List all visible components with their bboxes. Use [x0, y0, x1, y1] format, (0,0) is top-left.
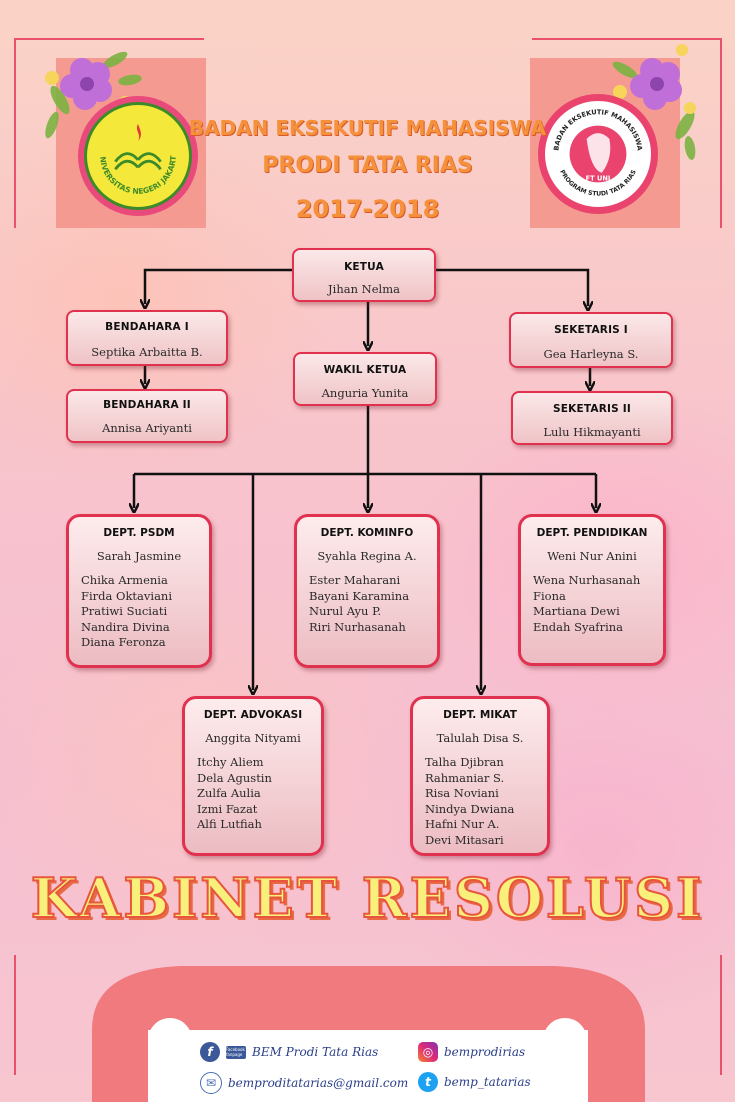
list-item: Nindya Dwiana: [425, 801, 515, 816]
list-item: Risa Noviani: [425, 786, 499, 800]
list-item: Pratiwi Suciati: [81, 604, 168, 618]
email-label: bemproditatarias@gmail.com: [228, 1076, 409, 1090]
box-wakil-ketua: WAKIL KETUA Anguria Yunita: [293, 352, 437, 406]
facebook-label: BEM Prodi Tata Rias: [252, 1045, 379, 1059]
header-line-1: BADAN EKSEKUTIF MAHASISWA: [188, 116, 547, 140]
frame-right-lower: [720, 955, 722, 1075]
list-item: Nurul Ayu P.: [309, 604, 382, 618]
dept-title: DEPT. PENDIDIKAN: [536, 527, 648, 539]
cabinet-name: KABINET RESOLUSI: [30, 865, 705, 931]
dept-psdm: DEPT. PSDM Sarah Jasmine Chika Armenia F…: [66, 514, 212, 668]
list-item: Dela Agustin: [197, 770, 272, 785]
person-name: Anguria Yunita: [321, 386, 409, 400]
dept-head: Anggita Nityami: [205, 731, 301, 745]
frame-top-left: [14, 38, 204, 40]
role-label: SEKETARIS I: [554, 324, 628, 336]
list-item: Chika Armenia: [81, 573, 168, 587]
twitter-link[interactable]: t bemp_tatarias: [418, 1072, 531, 1092]
list-item: Nandira Divina: [81, 619, 170, 634]
list-item: Rahmaniar S.: [425, 770, 505, 785]
person-name: Lulu Hikmayanti: [543, 425, 641, 439]
dept-title: DEPT. MIKAT: [443, 709, 517, 721]
list-item: Diana Feronza: [81, 635, 166, 649]
header-line-2: PRODI TATA RIAS: [262, 153, 473, 178]
facebook-link[interactable]: f Facebook fanpage BEM Prodi Tata Rias: [200, 1042, 378, 1062]
facebook-icon: f: [200, 1042, 220, 1062]
dept-title: DEPT. ADVOKASI: [203, 709, 303, 721]
twitter-icon: t: [418, 1072, 438, 1092]
role-label: BENDAHARA II: [103, 399, 191, 411]
person-name: Septika Arbaitta B.: [91, 345, 203, 359]
list-item: Martiana Dewi: [533, 604, 620, 618]
logo-center-text: FT UNJ: [586, 175, 611, 183]
list-item: Itchy Aliem: [197, 755, 264, 769]
person-name: Jihan Nelma: [328, 282, 400, 296]
list-item: Endah Syafrina: [533, 619, 624, 634]
dept-head: Weni Nur Anini: [547, 549, 637, 563]
header-line-3: 2017-2018: [295, 195, 440, 223]
list-item: Talha Djibran: [425, 755, 504, 769]
instagram-label: bemprodirias: [444, 1045, 526, 1059]
dept-advokasi: DEPT. ADVOKASI Anggita Nityami Itchy Ali…: [182, 696, 324, 856]
box-bendahara-1: BENDAHARA I Septika Arbaitta B.: [66, 310, 228, 366]
list-item: Devi Mitasari: [425, 832, 504, 847]
box-sekretaris-1: SEKETARIS I Gea Harleyna S.: [509, 312, 673, 368]
dept-title: DEPT. KOMINFO: [320, 527, 414, 539]
list-item: Hafni Nur A.: [425, 817, 500, 831]
frame-left-lower: [14, 955, 16, 1075]
facebook-fanpage-tag: Facebook fanpage: [226, 1045, 246, 1059]
dept-mikat: DEPT. MIKAT Talulah Disa S. Talha Djibra…: [410, 696, 550, 856]
dept-head: Syahla Regina A.: [317, 549, 417, 563]
email-icon: ✉: [200, 1072, 222, 1094]
footer-card: [148, 1030, 588, 1102]
list-item: Fiona: [533, 588, 566, 603]
twitter-label: bemp_tatarias: [444, 1075, 531, 1089]
box-ketua: KETUA Jihan Nelma: [292, 248, 436, 302]
list-item: Izmi Fazat: [197, 801, 258, 816]
list-item: Firda Oktaviani: [81, 588, 173, 603]
flower-icon: [45, 51, 142, 139]
list-item: Wena Nurhasanah: [533, 573, 641, 587]
instagram-icon: ◎: [418, 1042, 438, 1062]
role-label: SEKETARIS II: [553, 403, 631, 415]
flower-icon: [612, 44, 696, 160]
dept-head: Sarah Jasmine: [96, 549, 182, 563]
list-item: Riri Nurhasanah: [309, 619, 406, 634]
member-list: Chika Armenia Firda Oktaviani Pratiwi Su…: [69, 573, 209, 651]
dept-head: Talulah Disa S.: [436, 731, 524, 745]
role-label: BENDAHARA I: [105, 321, 189, 333]
frame-top-right: [532, 38, 722, 40]
frame-right-upper: [720, 38, 722, 228]
bem-tata-rias-logo: BADAN EKSEKUTIF MAHASISWA PROGRAM STUDI …: [538, 94, 658, 214]
list-item: Bayani Karamina: [309, 588, 410, 603]
email-link[interactable]: ✉ bemproditatarias@gmail.com: [200, 1072, 408, 1094]
role-label: WAKIL KETUA: [323, 364, 407, 376]
box-sekretaris-2: SEKETARIS II Lulu Hikmayanti: [511, 391, 673, 445]
dept-pendidikan: DEPT. PENDIDIKAN Weni Nur Anini Wena Nur…: [518, 514, 666, 666]
list-item: Zulfa Aulia: [197, 786, 261, 800]
role-label: KETUA: [344, 261, 384, 273]
box-bendahara-2: BENDAHARA II Annisa Ariyanti: [66, 389, 228, 443]
person-name: Annisa Ariyanti: [102, 421, 192, 435]
list-item: Alfi Lutfiah: [197, 817, 262, 831]
instagram-link[interactable]: ◎ bemprodirias: [418, 1042, 525, 1062]
member-list: Talha Djibran Rahmaniar S. Risa Noviani …: [413, 755, 547, 848]
member-list: Itchy Aliem Dela Agustin Zulfa Aulia Izm…: [185, 755, 321, 833]
member-list: Wena Nurhasanah Fiona Martiana Dewi Enda…: [521, 573, 663, 635]
person-name: Gea Harleyna S.: [543, 347, 639, 361]
dept-title: DEPT. PSDM: [103, 527, 175, 539]
dept-kominfo: DEPT. KOMINFO Syahla Regina A. Ester Mah…: [294, 514, 440, 668]
list-item: Ester Maharani: [309, 573, 401, 587]
unj-logo: UNIVERSITAS NEGERI JAKARTA: [78, 96, 198, 216]
frame-left-upper: [14, 38, 16, 228]
member-list: Ester Maharani Bayani Karamina Nurul Ayu…: [297, 573, 437, 635]
